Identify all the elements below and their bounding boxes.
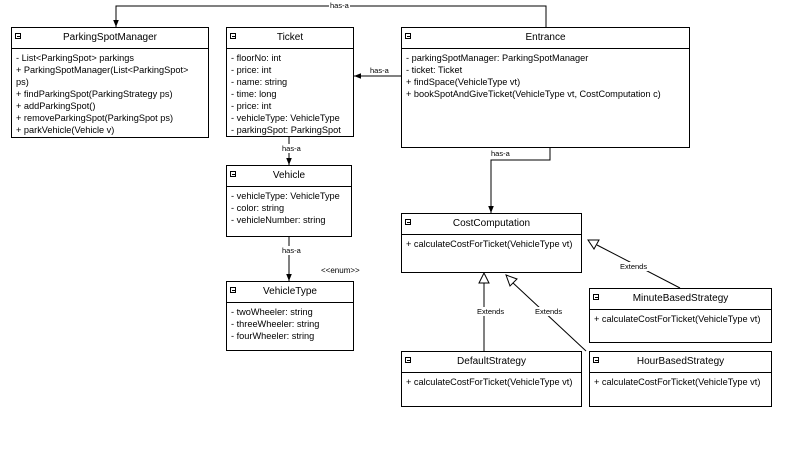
class-member: - parkingSpotManager: ParkingSpotManager [406, 53, 589, 63]
class-ticket[interactable]: Ticket - floorNo: int - price: int - nam… [226, 27, 354, 137]
class-member: + addParkingSpot() [16, 101, 96, 111]
class-minute-based-strategy[interactable]: MinuteBasedStrategy + calculateCostForTi… [589, 288, 772, 343]
generalization-arrowhead [478, 271, 490, 284]
class-default-strategy[interactable]: DefaultStrategy + calculateCostForTicket… [401, 351, 582, 407]
class-vehicle-type[interactable]: VehicleType - twoWheeler: string - three… [226, 281, 354, 351]
class-member: + ParkingSpotManager(List<ParkingSpot> [16, 65, 189, 75]
label-default-extends: Extends [476, 307, 506, 316]
class-member: - parkingSpot: ParkingSpot [231, 125, 341, 135]
class-marker-icon [405, 219, 411, 225]
label-entrance-to-cost: has-a [490, 149, 511, 158]
class-member: - vehicleType: VehicleType [231, 113, 340, 123]
label-entrance-to-ticket: has-a [369, 66, 390, 75]
class-marker-icon [593, 294, 599, 300]
class-member: + calculateCostForTicket(VehicleType vt) [594, 314, 761, 324]
class-marker-icon [15, 33, 21, 39]
label-ticket-to-vehicle: has-a [281, 144, 302, 153]
class-name: DefaultStrategy [457, 356, 526, 367]
class-member: + bookSpotAndGiveTicket(VehicleType vt, … [406, 89, 661, 99]
class-cost-computation[interactable]: CostComputation + calculateCostForTicket… [401, 213, 582, 273]
class-member: - color: string [231, 203, 285, 213]
class-marker-icon [593, 357, 599, 363]
class-marker-icon [405, 357, 411, 363]
edge-hour-extends [511, 281, 587, 352]
class-name: Ticket [276, 32, 304, 43]
class-name: Vehicle [272, 170, 306, 181]
class-marker-icon [230, 33, 236, 39]
class-member: - threeWheeler: string [231, 319, 320, 329]
class-member: - price: int [231, 65, 272, 75]
class-name: ParkingSpotManager [63, 32, 157, 43]
class-marker-icon [230, 171, 236, 177]
class-member: + parkVehicle(Vehicle v) [16, 125, 115, 135]
class-member: - fourWheeler: string [231, 331, 315, 341]
class-member: + findSpace(VehicleType vt) [406, 77, 521, 87]
class-name: HourBasedStrategy [636, 356, 725, 367]
class-member: + findParkingSpot(ParkingStrategy ps) [16, 89, 173, 99]
class-parking-spot-manager[interactable]: ParkingSpotManager - List<ParkingSpot> p… [11, 27, 209, 138]
enum-stereotype: <<enum>> [321, 266, 360, 275]
class-entrance[interactable]: Entrance - parkingSpotManager: ParkingSp… [401, 27, 690, 148]
generalization-arrowhead [505, 274, 518, 287]
class-member: - vehicleType: VehicleType [231, 191, 340, 201]
class-member: - vehicleNumber: string [231, 215, 326, 225]
class-name: VehicleType [263, 286, 317, 297]
class-marker-icon [230, 287, 236, 293]
class-member: + removeParkingSpot(ParkingSpot ps) [16, 113, 174, 123]
generalization-arrowhead [587, 239, 600, 250]
label-hour-extends: Extends [534, 307, 564, 316]
edge-entrance-to-cost [488, 148, 551, 213]
class-member: - List<ParkingSpot> parkings [16, 53, 134, 63]
class-name: CostComputation [452, 218, 531, 229]
class-vehicle[interactable]: Vehicle - vehicleType: VehicleType - col… [226, 165, 352, 237]
class-hour-based-strategy[interactable]: HourBasedStrategy + calculateCostForTick… [589, 351, 772, 407]
class-member: - time: long [231, 89, 277, 99]
class-member: - ticket: Ticket [406, 65, 463, 75]
class-member: - floorNo: int [231, 53, 282, 63]
label-minute-extends: Extends [619, 262, 649, 271]
class-member: + calculateCostForTicket(VehicleType vt) [594, 377, 761, 387]
class-member: + calculateCostForTicket(VehicleType vt) [406, 239, 573, 249]
class-member: ps) [16, 77, 29, 87]
class-name: Entrance [525, 32, 566, 43]
class-marker-icon [405, 33, 411, 39]
class-member: - name: string [231, 77, 288, 87]
label-vehicle-to-type: has-a [281, 246, 302, 255]
label-entrance-to-manager: has-a [329, 1, 350, 10]
class-member: + calculateCostForTicket(VehicleType vt) [406, 377, 573, 387]
class-member: - twoWheeler: string [231, 307, 313, 317]
class-name: MinuteBasedStrategy [632, 293, 729, 304]
class-member: - price: int [231, 101, 272, 111]
